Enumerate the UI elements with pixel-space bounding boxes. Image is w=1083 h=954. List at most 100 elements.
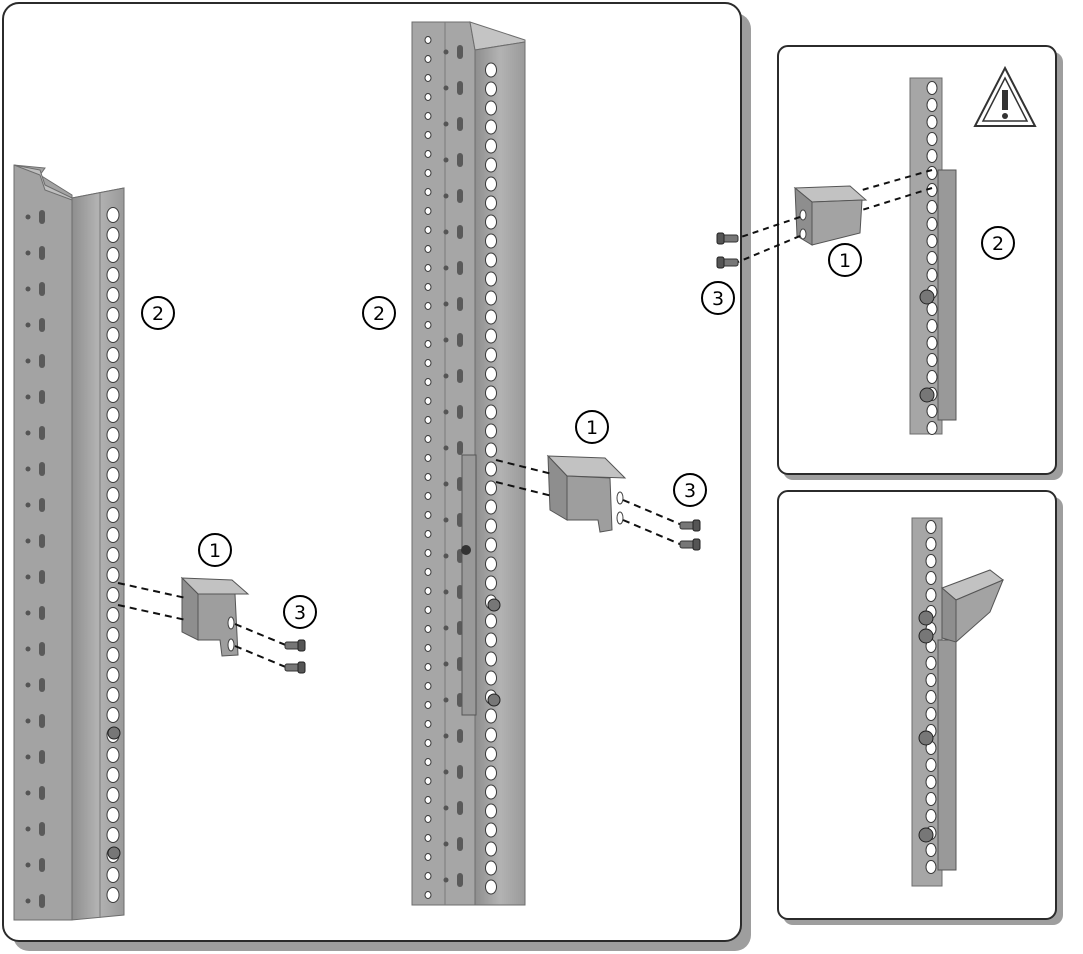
rail-hole bbox=[926, 302, 938, 316]
rail-slot bbox=[39, 318, 45, 332]
rail-hole bbox=[106, 687, 120, 703]
rail-hole bbox=[926, 149, 938, 163]
detail-bottom-rail-holes bbox=[925, 520, 937, 874]
rail-hole bbox=[485, 518, 497, 534]
rail-hole bbox=[485, 290, 497, 306]
rail-hole bbox=[926, 200, 938, 214]
rail-hole bbox=[925, 758, 937, 772]
rail-pinhole bbox=[25, 826, 31, 832]
rail-pinhole bbox=[443, 661, 449, 667]
rail-slot bbox=[457, 189, 463, 203]
rail-hole bbox=[925, 707, 937, 721]
rail-slot bbox=[39, 282, 45, 296]
rail-hole bbox=[424, 758, 432, 766]
rail-hole bbox=[485, 176, 497, 192]
center-rack-rail bbox=[411, 21, 526, 906]
left-bracket-side bbox=[197, 593, 239, 657]
rail-hole bbox=[485, 746, 497, 762]
left-installed-screws bbox=[107, 726, 121, 860]
rail-hole bbox=[925, 554, 937, 568]
rail-hole bbox=[485, 81, 497, 97]
rail-hole bbox=[485, 404, 497, 420]
detail-bottom-installed-bracket bbox=[941, 569, 1004, 644]
screw-head-icon bbox=[692, 519, 701, 532]
rail-hole bbox=[106, 447, 120, 463]
rail-hole bbox=[424, 74, 432, 82]
detail-top-screws bbox=[716, 232, 739, 269]
rail-pinhole bbox=[25, 322, 31, 328]
rail-hole bbox=[106, 627, 120, 643]
rail-hole bbox=[485, 499, 497, 515]
rail-slot bbox=[39, 498, 45, 512]
rail-pinhole bbox=[443, 409, 449, 415]
rail-hole bbox=[106, 287, 120, 303]
rail-slot bbox=[39, 534, 45, 548]
rail-pinhole bbox=[443, 733, 449, 739]
rail-hole bbox=[424, 302, 432, 310]
screw-head-icon bbox=[716, 232, 725, 245]
rail-slot bbox=[457, 117, 463, 131]
rail-hole bbox=[424, 853, 432, 861]
detail-top-bracket bbox=[793, 185, 868, 246]
detail-top-callout-rail: 2 bbox=[981, 226, 1015, 260]
rail-slot bbox=[39, 246, 45, 260]
left-rail-holes bbox=[106, 207, 120, 903]
rail-hole bbox=[424, 188, 432, 196]
rail-hole bbox=[106, 607, 120, 623]
rail-slot bbox=[457, 81, 463, 95]
center-rail-mounted-part bbox=[461, 454, 477, 716]
rail-pinhole bbox=[443, 877, 449, 883]
rail-hole bbox=[485, 233, 497, 249]
rail-hole bbox=[106, 387, 120, 403]
rail-hole bbox=[424, 511, 432, 519]
rail-pinhole bbox=[25, 250, 31, 256]
rail-pinhole bbox=[25, 214, 31, 220]
left-callout-bracket: 1 bbox=[198, 533, 232, 567]
rail-hole bbox=[485, 613, 497, 629]
rail-pinhole bbox=[443, 445, 449, 451]
rail-hole bbox=[926, 217, 938, 231]
detail-top-rail-holes bbox=[926, 81, 938, 435]
rail-hole bbox=[926, 115, 938, 129]
rail-hole bbox=[485, 100, 497, 116]
center-screws bbox=[679, 519, 701, 551]
rail-hole bbox=[424, 93, 432, 101]
rail-hole bbox=[424, 359, 432, 367]
rail-hole bbox=[925, 571, 937, 585]
rail-slot bbox=[39, 714, 45, 728]
rail-hole bbox=[485, 347, 497, 363]
rail-slot bbox=[39, 390, 45, 404]
left-bracket bbox=[180, 576, 250, 657]
rail-hole bbox=[106, 427, 120, 443]
rail-hole bbox=[106, 467, 120, 483]
rail-hole bbox=[485, 632, 497, 648]
rail-pinhole bbox=[443, 373, 449, 379]
main-panel-frame bbox=[2, 2, 742, 942]
rail-hole bbox=[485, 822, 497, 838]
rail-pinhole bbox=[25, 430, 31, 436]
rail-hole bbox=[106, 867, 120, 883]
rail-slot bbox=[457, 297, 463, 311]
rail-hole bbox=[424, 169, 432, 177]
rail-hole bbox=[424, 473, 432, 481]
rail-pinhole bbox=[25, 394, 31, 400]
rail-hole bbox=[106, 547, 120, 563]
rail-hole bbox=[106, 507, 120, 523]
rail-hole bbox=[485, 138, 497, 154]
warning-triangle-icon bbox=[973, 65, 1037, 127]
rail-slot bbox=[457, 369, 463, 383]
rail-pinhole bbox=[25, 574, 31, 580]
detail-top-dashed-leaders bbox=[737, 169, 933, 263]
rail-hole bbox=[424, 587, 432, 595]
rail-hole bbox=[106, 527, 120, 543]
center-bracket-side bbox=[566, 475, 613, 533]
rail-slot bbox=[39, 570, 45, 584]
rail-slot bbox=[457, 729, 463, 743]
screw-head-icon bbox=[692, 538, 701, 551]
rail-hole bbox=[485, 385, 497, 401]
detail-top-callout-bracket: 1 bbox=[828, 243, 862, 277]
rail-hole bbox=[925, 588, 937, 602]
rail-hole bbox=[424, 663, 432, 671]
rail-hole bbox=[485, 765, 497, 781]
detail-panel-top: 1 2 3 bbox=[701, 45, 1063, 480]
